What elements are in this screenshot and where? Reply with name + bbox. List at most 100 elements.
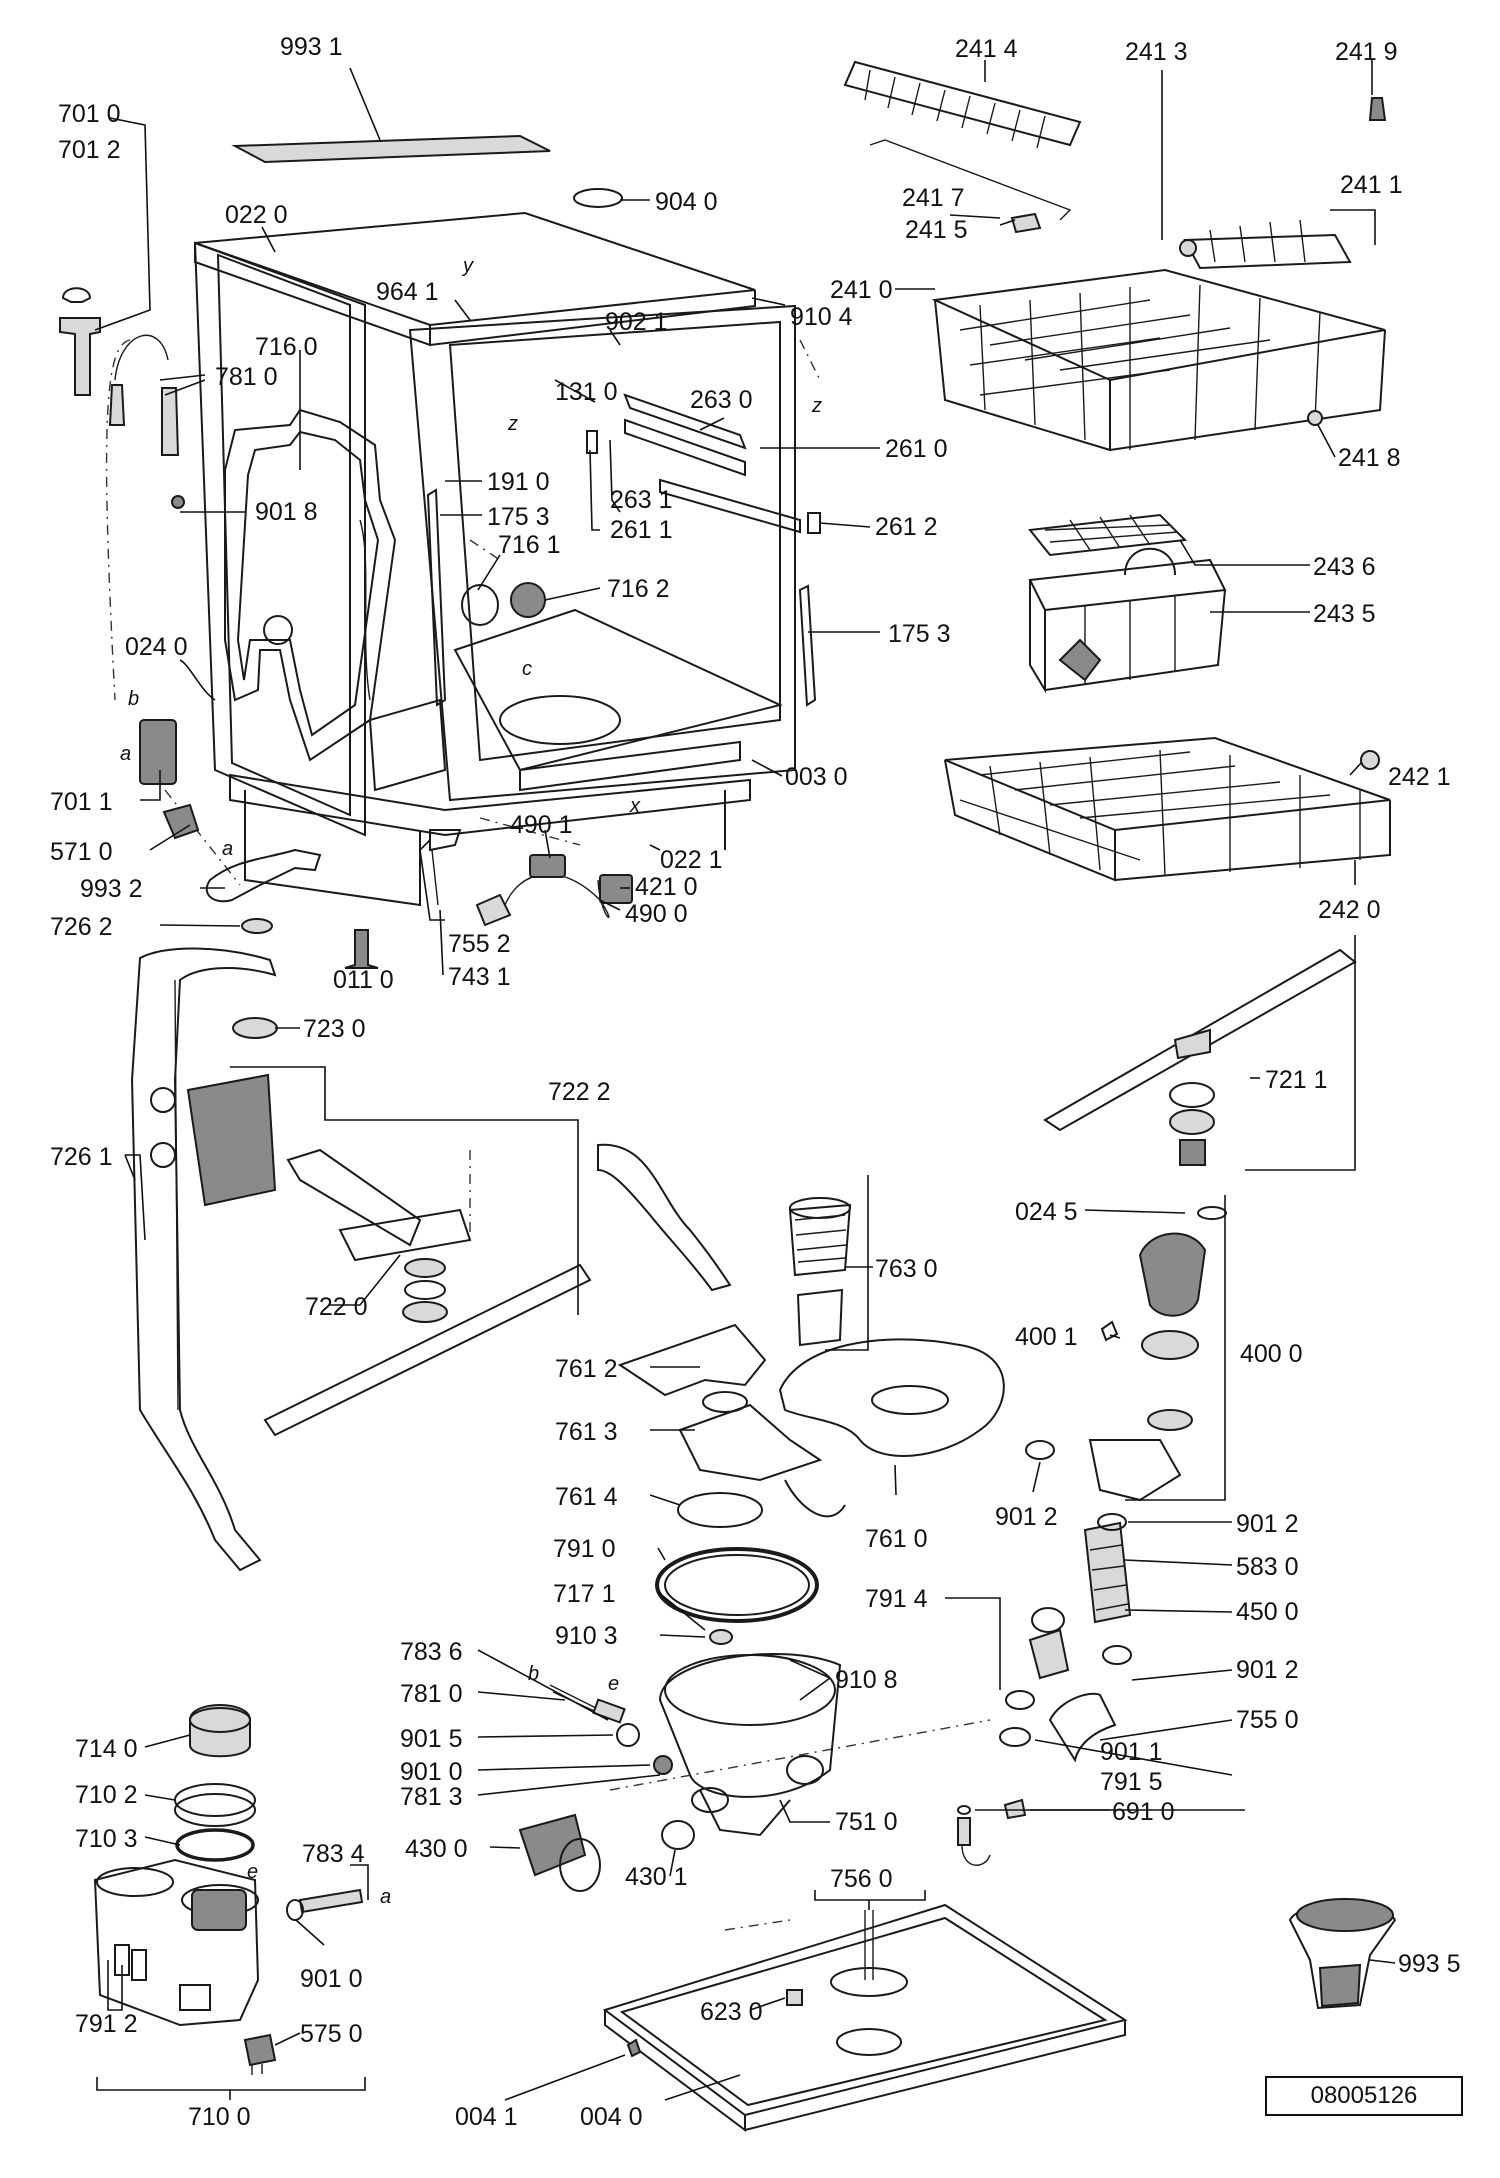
- label-901-5: 901 5: [400, 1725, 463, 1753]
- label-781-0-bottom: 781 0: [400, 1680, 463, 1708]
- label-450-0: 450 0: [1236, 1598, 1299, 1626]
- marker-a-latch: a: [120, 743, 131, 765]
- label-243-5: 243 5: [1313, 600, 1376, 628]
- marker-c: c: [522, 658, 532, 680]
- label-716-2: 716 2: [607, 575, 670, 603]
- label-910-8: 910 8: [835, 1666, 898, 1694]
- marker-a-valve: a: [222, 838, 233, 860]
- label-791-0: 791 0: [553, 1535, 616, 1563]
- label-261-0: 261 0: [885, 435, 948, 463]
- label-024-5: 024 5: [1015, 1198, 1078, 1226]
- marker-e-heater: e: [608, 1673, 619, 1695]
- label-901-2-left: 901 2: [995, 1503, 1058, 1531]
- label-901-1: 901 1: [1100, 1738, 1163, 1766]
- label-714-0: 714 0: [75, 1735, 138, 1763]
- label-691-0: 691 0: [1112, 1798, 1175, 1826]
- label-993-5: 993 5: [1398, 1950, 1461, 1978]
- middle-wash-system: [130, 918, 1227, 1572]
- label-583-0: 583 0: [1236, 1553, 1299, 1581]
- marker-x: x: [629, 795, 641, 817]
- base-plate-assembly: [602, 1898, 1397, 2132]
- label-791-4: 791 4: [865, 1585, 928, 1613]
- label-022-1: 022 1: [660, 846, 723, 874]
- label-910-4: 910 4: [790, 303, 853, 331]
- label-722-2: 722 2: [548, 1078, 611, 1106]
- marker-z-right: z: [811, 395, 822, 417]
- label-263-0: 263 0: [690, 386, 753, 414]
- label-755-0: 755 0: [1236, 1706, 1299, 1734]
- label-783-4: 783 4: [302, 1840, 365, 1868]
- label-430-0: 430 0: [405, 1835, 468, 1863]
- label-964-1: 964 1: [376, 278, 439, 306]
- label-716-1: 716 1: [498, 531, 561, 559]
- label-901-8: 901 8: [255, 498, 318, 526]
- label-726-1: 726 1: [50, 1143, 113, 1171]
- label-791-2: 791 2: [75, 2010, 138, 2038]
- label-761-3: 761 3: [555, 1418, 618, 1446]
- label-717-1: 717 1: [553, 1580, 616, 1608]
- marker-y: y: [461, 255, 474, 277]
- label-901-0-sump: 901 0: [400, 1758, 463, 1786]
- label-710-0: 710 0: [188, 2103, 251, 2131]
- marker-b-latch: b: [128, 688, 139, 710]
- label-755-2: 755 2: [448, 930, 511, 958]
- label-241-9: 241 9: [1335, 38, 1398, 66]
- label-904-0: 904 0: [655, 188, 718, 216]
- leader-lines: [94, 60, 1396, 2101]
- label-722-0: 722 0: [305, 1293, 368, 1321]
- part-labels: 993 1 701 0 701 2 022 0 904 0 964 1 902 …: [50, 33, 1461, 2131]
- label-003-0: 003 0: [785, 763, 848, 791]
- label-993-2: 993 2: [80, 875, 143, 903]
- label-490-1: 490 1: [510, 811, 573, 839]
- label-623-0: 623 0: [700, 1998, 763, 2026]
- label-571-0: 571 0: [50, 838, 113, 866]
- label-241-7: 241 7: [902, 184, 965, 212]
- label-024-0: 024 0: [125, 633, 188, 661]
- label-263-1: 263 1: [610, 486, 673, 514]
- label-004-0: 004 0: [580, 2103, 643, 2131]
- label-175-3-right: 175 3: [888, 620, 951, 648]
- label-783-6: 783 6: [400, 1638, 463, 1666]
- label-781-0-top: 781 0: [215, 363, 278, 391]
- label-723-0: 723 0: [303, 1015, 366, 1043]
- marker-b-heater: b: [528, 1663, 539, 1685]
- label-261-1: 261 1: [610, 516, 673, 544]
- label-781-3: 781 3: [400, 1783, 463, 1811]
- diagram-reference-code: 08005126: [1265, 2076, 1463, 2116]
- label-400-0: 400 0: [1240, 1340, 1303, 1368]
- salt-container-assembly: [93, 1704, 364, 2075]
- label-701-1: 701 1: [50, 788, 113, 816]
- label-791-5: 791 5: [1100, 1768, 1163, 1796]
- label-726-2: 726 2: [50, 913, 113, 941]
- label-701-0: 701 0: [58, 100, 121, 128]
- label-490-0: 490 0: [625, 900, 688, 928]
- marker-e-salt: e: [247, 1861, 258, 1883]
- upper-basket-group: [843, 60, 1391, 1166]
- marker-a-salt: a: [380, 1886, 391, 1908]
- left-small-parts: [59, 287, 633, 969]
- label-743-1: 743 1: [448, 963, 511, 991]
- cabinet-tub-assembly: [193, 134, 821, 907]
- marker-z-left: z: [507, 413, 518, 435]
- label-430-1: 430 1: [625, 1863, 688, 1891]
- label-175-3-left: 175 3: [487, 503, 550, 531]
- label-261-2: 261 2: [875, 513, 938, 541]
- label-131-0: 131 0: [555, 378, 618, 406]
- label-901-0-salt: 901 0: [300, 1965, 363, 1993]
- label-421-0: 421 0: [635, 873, 698, 901]
- label-761-2: 761 2: [555, 1355, 618, 1383]
- label-241-0: 241 0: [830, 276, 893, 304]
- label-701-2: 701 2: [58, 136, 121, 164]
- label-716-0: 716 0: [255, 333, 318, 361]
- label-910-3: 910 3: [555, 1622, 618, 1650]
- label-761-0: 761 0: [865, 1525, 928, 1553]
- label-011-0: 011 0: [333, 966, 394, 994]
- label-575-0: 575 0: [300, 2020, 363, 2048]
- label-241-4: 241 4: [955, 35, 1018, 63]
- label-761-4: 761 4: [555, 1483, 618, 1511]
- label-710-3: 710 3: [75, 1825, 138, 1853]
- label-243-6: 243 6: [1313, 553, 1376, 581]
- label-241-8: 241 8: [1338, 444, 1401, 472]
- connection-markers: z z y c x a b a b e e a: [120, 255, 822, 1908]
